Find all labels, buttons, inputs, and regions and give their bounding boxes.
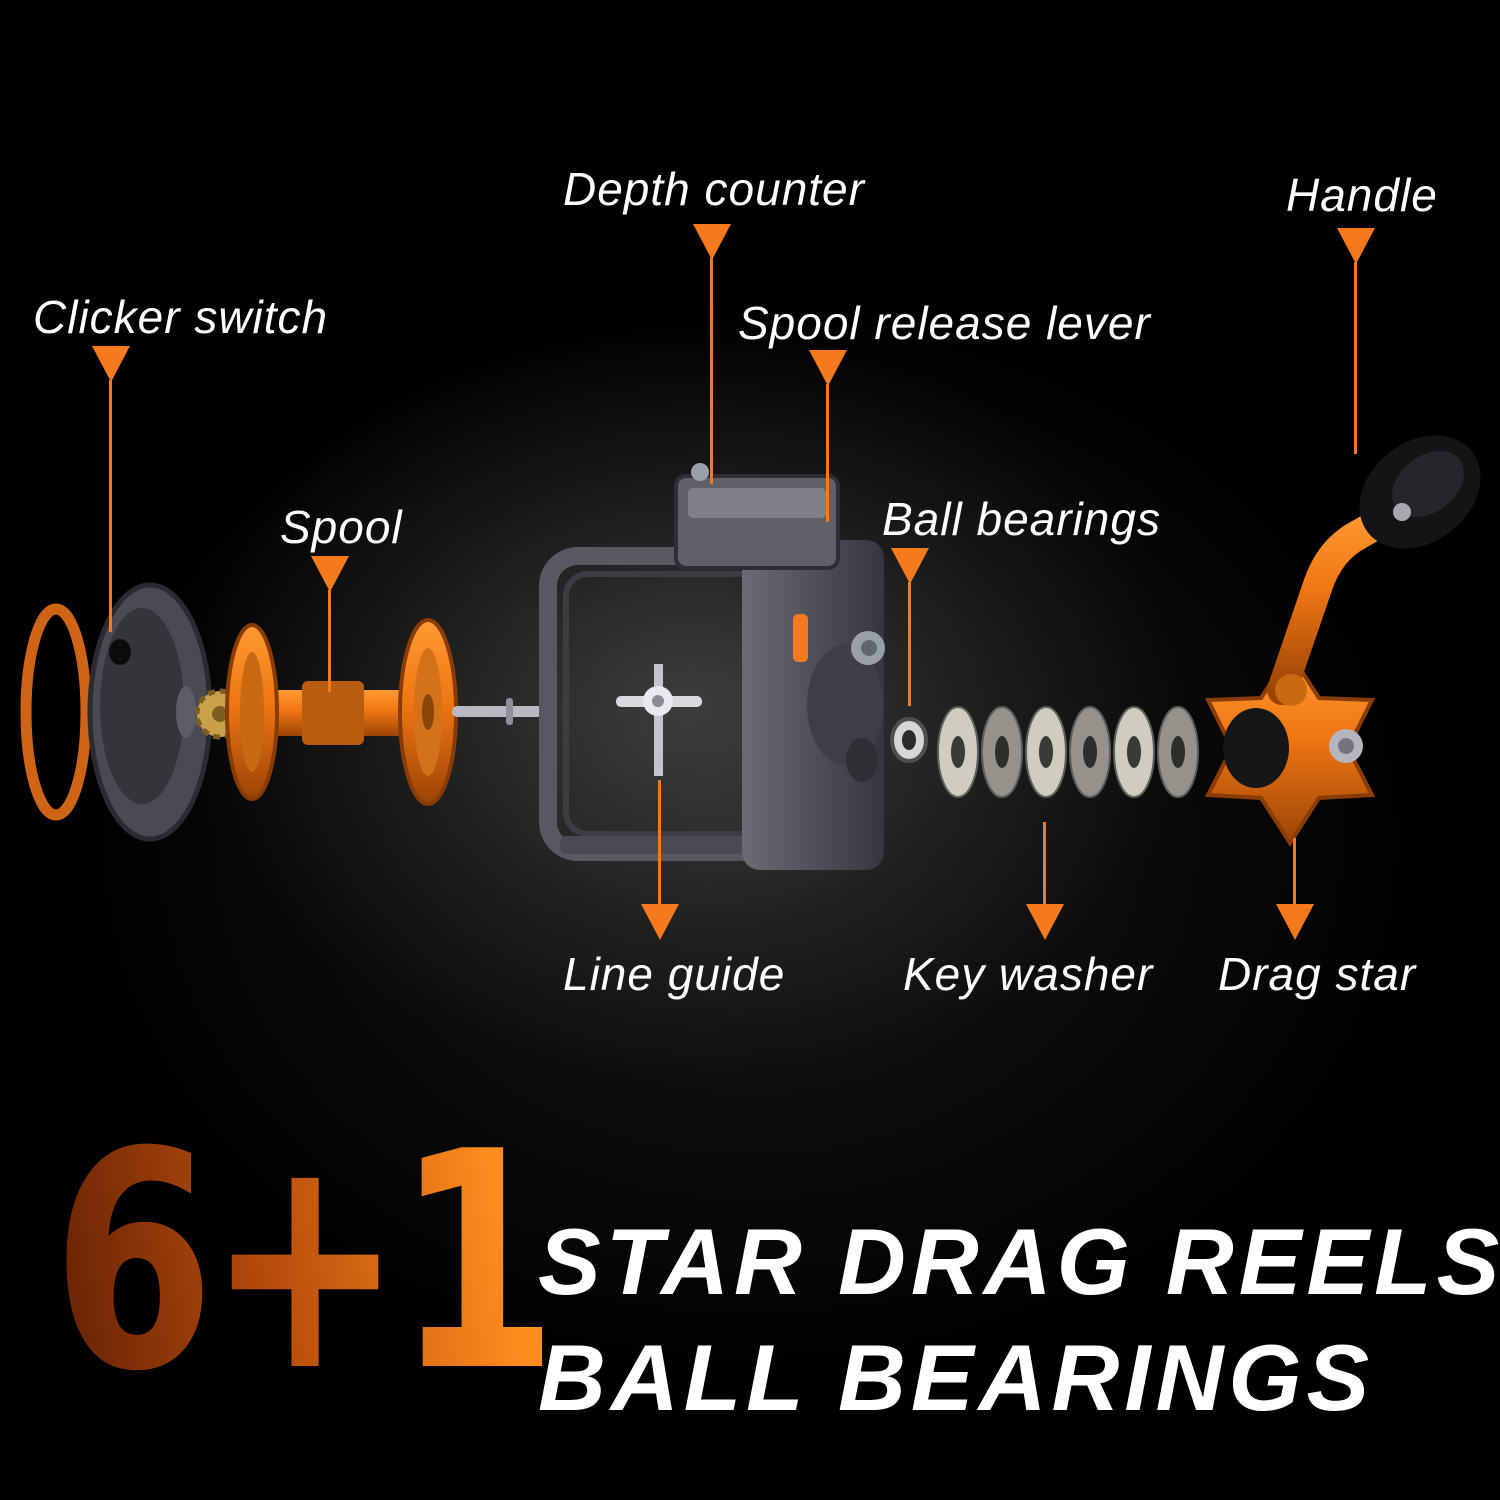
depth-counter-housing (674, 463, 840, 570)
depth-counter-arrow-icon (693, 224, 731, 260)
ball-bearings-pointer-line (908, 582, 911, 706)
side-plate (87, 582, 213, 842)
ball-bearing-part (890, 717, 928, 763)
spool-release-lever-pointer-line (826, 384, 829, 522)
label-drag-star: Drag star (1218, 948, 1417, 1000)
label-spool-release-lever: Spool release lever (738, 297, 1151, 349)
key-washer-arrow-icon (1026, 904, 1064, 940)
spool-part (225, 618, 458, 806)
clicker-switch-arrow-icon (92, 346, 130, 382)
drag-star-part (1204, 649, 1376, 847)
key-washers-part (937, 706, 1199, 798)
retaining-ring (20, 603, 92, 821)
spool-arrow-icon (311, 556, 349, 592)
line-guide-pointer-line (658, 780, 661, 906)
spool-release-lever-arrow-icon (809, 350, 847, 386)
drag-star-arrow-icon (1276, 904, 1314, 940)
handle-arrow-icon (1337, 228, 1375, 264)
label-ball-bearings: Ball bearings (882, 493, 1161, 545)
label-clicker-switch: Clicker switch (33, 291, 329, 343)
key-washer-pointer-line (1043, 822, 1046, 906)
spool-pointer-line (328, 590, 331, 692)
spool-shaft (452, 698, 552, 725)
drag-star-pointer-line (1293, 838, 1296, 906)
handle-part (1267, 435, 1481, 706)
label-line-guide: Line guide (563, 948, 786, 1000)
tagline-line2: BALL BEARINGS (538, 1325, 1375, 1430)
clicker-switch-pointer-line (109, 380, 112, 632)
label-key-washer: Key washer (903, 948, 1154, 1000)
label-spool: Spool (280, 501, 403, 553)
line-guide-part (616, 664, 702, 776)
handle-pointer-line (1354, 262, 1357, 454)
label-handle: Handle (1286, 169, 1438, 221)
frame-cage (539, 540, 885, 870)
label-depth-counter: Depth counter (563, 163, 865, 215)
tagline-line1: STAR DRAG REELS (538, 1209, 1500, 1314)
line-guide-arrow-icon (641, 904, 679, 940)
headline-number: 6+1 (52, 1088, 558, 1437)
ball-bearings-arrow-icon (891, 548, 929, 584)
depth-counter-pointer-line (710, 258, 713, 484)
